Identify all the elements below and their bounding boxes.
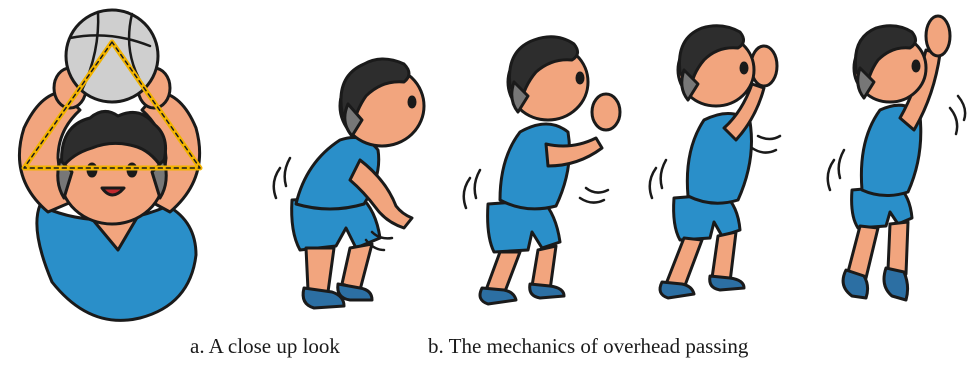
- arms-extending-figure: [650, 26, 780, 298]
- figure-4-eye: [913, 61, 919, 71]
- hands-preparing-figure: [464, 37, 620, 304]
- figure-2-eye: [577, 73, 583, 83]
- close-up-player: [19, 10, 200, 320]
- figure-3-eye: [741, 63, 747, 73]
- jump-release-figure: [828, 16, 965, 300]
- caption-close-up: a. A close up look: [190, 334, 340, 359]
- figure-2-hands: [592, 94, 620, 130]
- caption-mechanics: b. The mechanics of overhead passing: [428, 334, 748, 359]
- ready-stance-figure: [274, 59, 424, 308]
- figure-1-eye: [409, 97, 415, 107]
- figure-4-hands: [926, 16, 950, 56]
- illustration-canvas: [0, 0, 972, 330]
- figure-4-shoes: [843, 268, 908, 300]
